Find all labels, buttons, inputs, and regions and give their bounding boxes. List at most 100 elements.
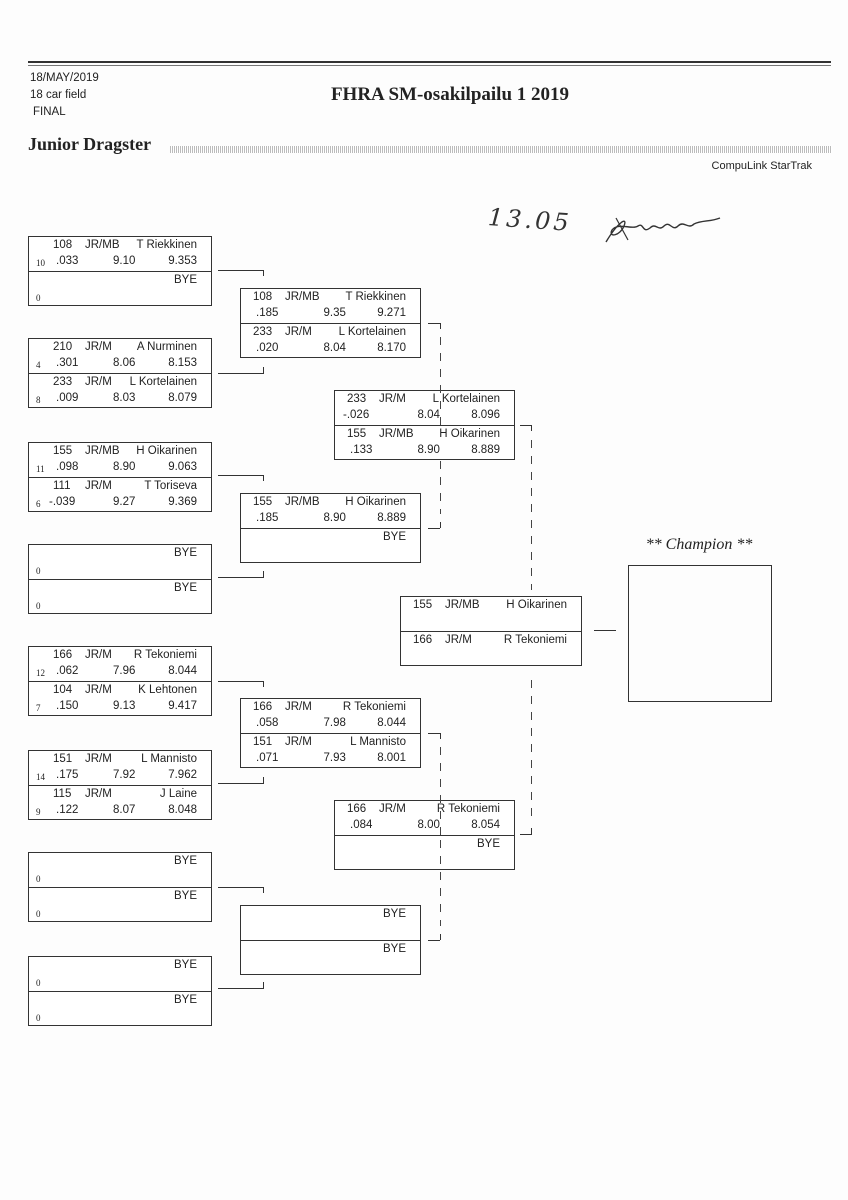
top-rule-thin (28, 65, 831, 66)
connector-line (263, 777, 264, 783)
elapsed-time: 9.417 (168, 700, 197, 712)
connector-line (218, 887, 264, 888)
connector-line (263, 887, 264, 893)
car-number: 233 (253, 326, 273, 338)
brand-label: CompuLink StarTrak (711, 160, 812, 172)
driver-name: H Oikarinen (345, 496, 406, 508)
car-number: 155 (347, 428, 367, 440)
reaction-time: .084 (350, 819, 373, 831)
dial-in: 7.93 (323, 752, 346, 764)
connector-line (440, 934, 441, 940)
connector-line (218, 988, 264, 989)
reaction-time: .020 (256, 342, 279, 354)
connector-line (440, 522, 441, 528)
connector-line (263, 571, 264, 577)
driver-name: BYE (476, 838, 500, 850)
driver-name: L Kortelainen (129, 376, 197, 388)
car-number: 108 (253, 291, 273, 303)
seed-number: 14 (36, 772, 45, 782)
elapsed-time: 8.889 (471, 444, 500, 456)
connector-line (218, 577, 264, 578)
connector-line (218, 475, 264, 476)
connector-line (428, 733, 440, 734)
car-class: JR/MB (379, 428, 414, 440)
car-number: 151 (53, 753, 73, 765)
seed-number: 4 (36, 360, 41, 370)
seed-number: 8 (36, 395, 41, 405)
reaction-time: .301 (56, 357, 79, 369)
seed-number: 0 (36, 566, 41, 576)
champion-box (628, 565, 772, 702)
seed-number: 10 (36, 258, 45, 268)
connector-line (428, 528, 440, 529)
event-date: 18/MAY/2019 (30, 72, 99, 84)
driver-name: BYE (382, 943, 406, 955)
elapsed-time: 8.889 (377, 512, 406, 524)
racer-slot: BYE (241, 528, 420, 563)
car-class: JR/M (85, 753, 112, 765)
connector-line (263, 270, 264, 276)
car-number: 155 (53, 445, 73, 457)
reaction-time: .175 (56, 769, 79, 781)
driver-name: A Nurminen (136, 341, 197, 353)
car-number: 166 (413, 634, 433, 646)
driver-name: K Lehtonen (138, 684, 197, 696)
reaction-time: .009 (56, 392, 79, 404)
seed-number: 7 (36, 703, 41, 713)
connector-dashed (440, 461, 441, 514)
driver-name: BYE (173, 274, 197, 286)
connector-line (440, 733, 441, 739)
dial-in: 7.96 (113, 665, 136, 677)
car-class: JR/M (285, 701, 312, 713)
dial-in: 9.10 (113, 255, 136, 267)
car-number: 233 (347, 393, 367, 405)
car-class: JR/MB (85, 445, 120, 457)
connector-line (531, 425, 532, 431)
dial-in: 8.03 (113, 392, 136, 404)
car-number: 155 (253, 496, 273, 508)
seed-number: 0 (36, 601, 41, 611)
dial-in: 8.04 (323, 342, 346, 354)
seed-number: 0 (36, 1013, 41, 1023)
elapsed-time: 9.063 (168, 461, 197, 473)
elapsed-time: 8.079 (168, 392, 197, 404)
elapsed-time: 9.271 (377, 307, 406, 319)
dial-in: 8.90 (323, 512, 346, 524)
reaction-time: .185 (256, 512, 279, 524)
connector-line (218, 373, 264, 374)
racer-slot: BYE (241, 940, 420, 975)
dial-in: 7.92 (113, 769, 136, 781)
reaction-time: .062 (56, 665, 79, 677)
connector-line (520, 425, 532, 426)
car-number: 210 (53, 341, 73, 353)
dial-in: 9.35 (323, 307, 346, 319)
reaction-time: .133 (350, 444, 373, 456)
connector-dashed (440, 747, 441, 840)
dial-in: 9.27 (113, 496, 136, 508)
racer-slot: BYE (335, 835, 514, 870)
round2-match: BYE BYE (240, 905, 421, 975)
handwritten-note: 13.05 (487, 203, 573, 237)
dial-in: 8.90 (417, 444, 440, 456)
reaction-time: .033 (56, 255, 79, 267)
driver-name: R Tekoniemi (503, 634, 567, 646)
dial-in: 8.04 (417, 409, 440, 421)
dial-in: 9.13 (113, 700, 136, 712)
event-title: FHRA SM-osakilpailu 1 2019 (330, 84, 570, 105)
driver-name: BYE (382, 908, 406, 920)
